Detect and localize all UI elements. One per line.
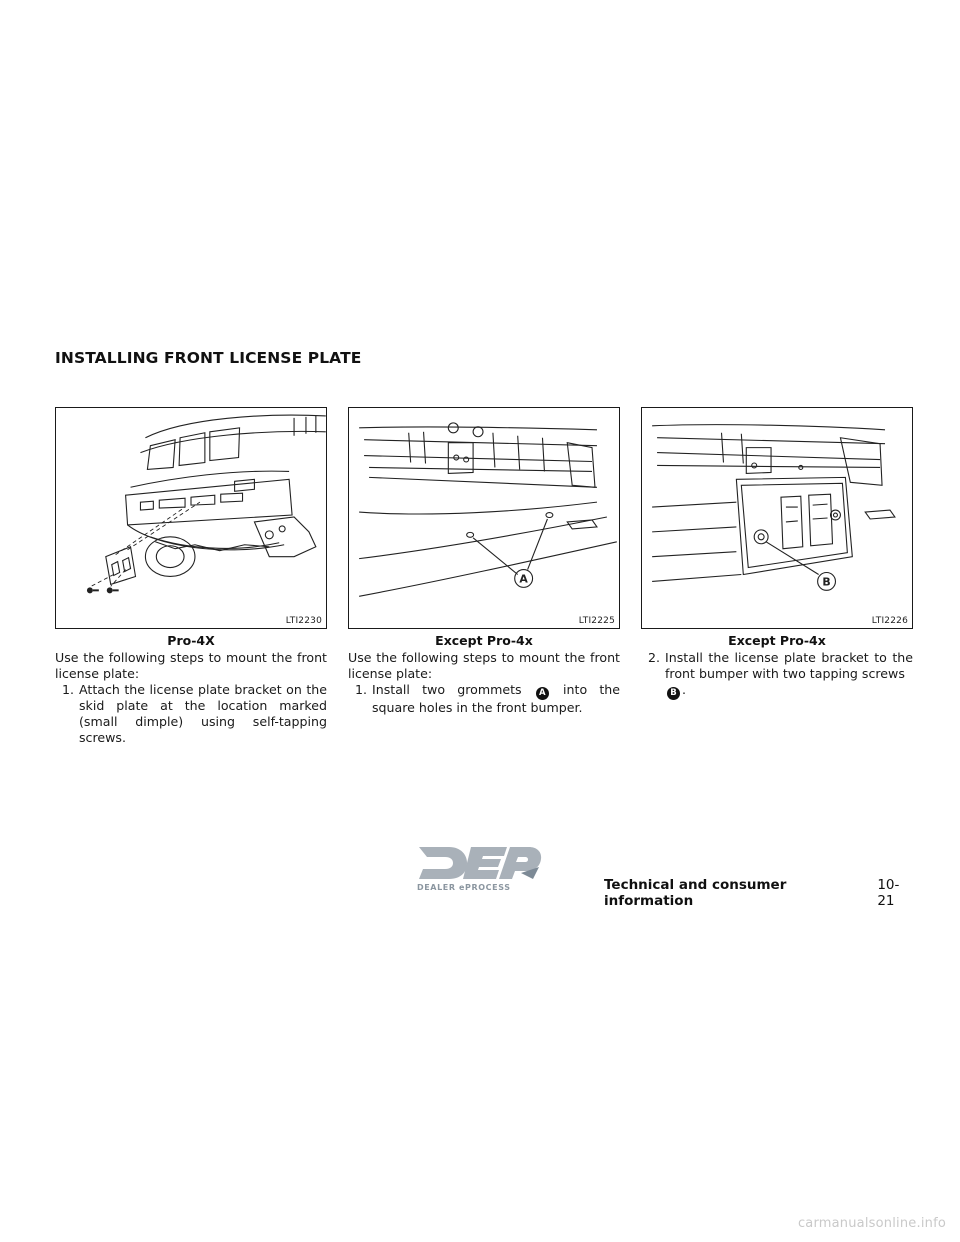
- step-text: Attach the license plate bracket on the …: [79, 682, 327, 745]
- step-text-end: into the square holes in the front bumpe…: [372, 682, 621, 715]
- figure-caption: Except Pro-4x: [728, 633, 826, 648]
- intro-text: Use the following steps to mount the fro…: [55, 650, 327, 681]
- intro-text: Use the following steps to mount the fro…: [348, 650, 620, 681]
- instructions-column-3: 2. Install the license plate bracket to …: [641, 650, 913, 700]
- figure-code: LTI2230: [285, 616, 322, 626]
- logo-text: DEALER ePROCESS: [417, 883, 511, 892]
- figure-code: LTI2226: [871, 616, 908, 626]
- step-text: Install the license plate bracket to the…: [665, 650, 913, 700]
- page-footer: Technical and consumer information 10-21: [604, 877, 915, 909]
- step-text-end: .: [682, 682, 687, 697]
- callout-marker-b: B: [667, 687, 680, 700]
- step-text-start: Install the license plate bracket to the…: [665, 650, 913, 681]
- step-number: 2.: [647, 650, 660, 665]
- label-a: A: [519, 572, 528, 585]
- step-number: 1.: [61, 682, 74, 697]
- bumper-grommets-illustration: A: [359, 422, 617, 597]
- figure-pro4x: LTI2230: [55, 407, 327, 629]
- page-number: 10-21: [877, 877, 900, 909]
- step-text-start: Install two grommets: [372, 682, 522, 697]
- section-title: INSTALLING FRONT LICENSE PLATE: [55, 349, 362, 367]
- callout-marker-a: A: [535, 687, 549, 700]
- instructions-column-1: Use the following steps to mount the fro…: [55, 650, 327, 746]
- dep-logo: [419, 847, 542, 879]
- figure-code: LTI2225: [578, 616, 615, 626]
- footer-section-title: Technical and consumer information: [604, 877, 787, 909]
- figure-caption: Pro-4X: [167, 633, 215, 648]
- instructions-column-2: Use the following steps to mount the fro…: [348, 650, 620, 716]
- skid-plate-illustration: [86, 414, 326, 594]
- watermark: carmanualsonline.info: [797, 1216, 946, 1231]
- step-item: 1. Install two grommets A into the squar…: [348, 682, 620, 716]
- label-b: B: [822, 575, 830, 588]
- figure-caption: Except Pro-4x: [435, 633, 533, 648]
- figure-grommets: A LTI2225: [348, 407, 620, 629]
- step-item: 1. Attach the license plate bracket on t…: [55, 682, 327, 746]
- figure-bracket: B LTI2226: [641, 407, 913, 629]
- bracket-installation-illustration: B: [652, 424, 896, 591]
- step-text: Install two grommets A into the square h…: [372, 682, 620, 716]
- step-item: 2. Install the license plate bracket to …: [641, 650, 913, 700]
- step-number: 1.: [354, 682, 367, 697]
